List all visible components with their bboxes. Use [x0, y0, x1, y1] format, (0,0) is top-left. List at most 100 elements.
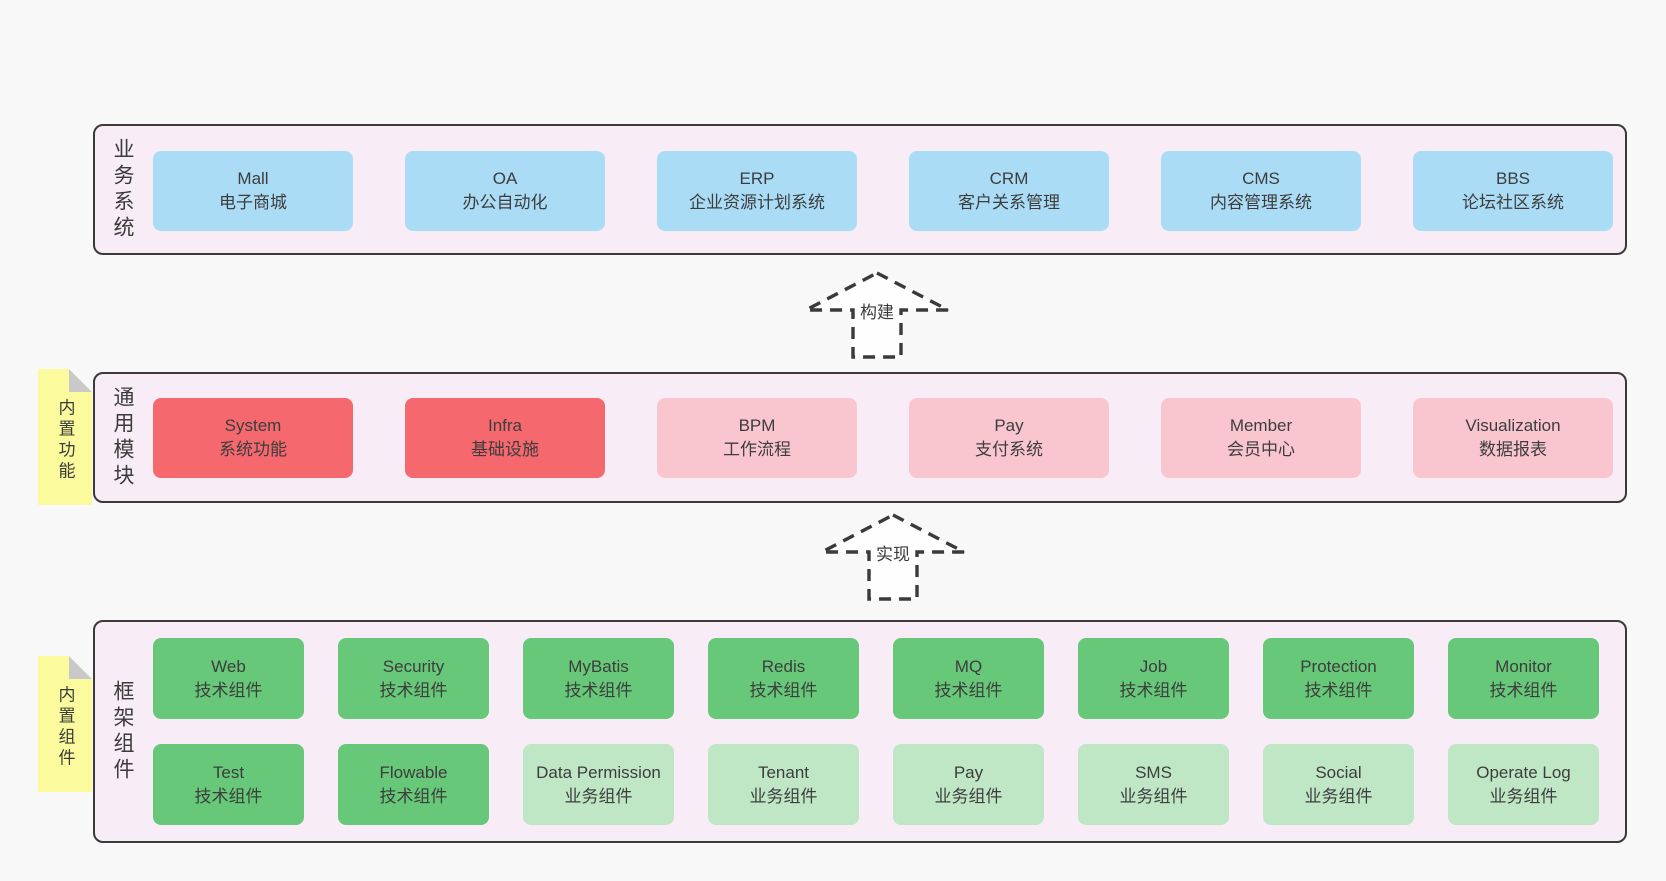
box-subtitle: 技术组件 [564, 680, 633, 700]
box-title: MQ [954, 656, 983, 676]
box-title: Web [211, 656, 246, 676]
box-title: Data Permission [536, 762, 661, 782]
implement-arrow: 实现 [818, 512, 968, 602]
components-row-1: Web 技术组件 Security 技术组件 MyBatis 技术组件 Redi… [153, 638, 1599, 719]
box-subtitle: 系统功能 [219, 440, 287, 459]
box-title: ERP [739, 169, 775, 189]
box-subtitle: 办公自动化 [462, 193, 548, 212]
box-subtitle: 支付系统 [975, 440, 1043, 459]
box-title: OA [492, 169, 518, 189]
sticky-features-label: 内置功能 [55, 398, 75, 483]
box-subtitle: 客户关系管理 [958, 193, 1060, 212]
box-web: Web 技术组件 [153, 638, 304, 719]
box-subtitle: 业务组件 [1489, 786, 1558, 806]
box-title: System [224, 416, 282, 436]
box-title: Redis [761, 656, 806, 676]
box-title: Infra [487, 416, 523, 436]
band-business-systems: 业务系统 Mall 电子商城 OA 办公自动化 ERP 企业资源计划系统 CRM… [93, 124, 1627, 255]
box-title: Operate Log [1476, 762, 1571, 782]
box-subtitle: 论坛社区系统 [1462, 193, 1564, 212]
band-modules-label: 通用模块 [111, 385, 134, 490]
box-title: Visualization [1465, 416, 1561, 436]
box-sms: SMS 业务组件 [1078, 744, 1229, 825]
box-protection: Protection 技术组件 [1263, 638, 1414, 719]
box-title: Job [1139, 656, 1168, 676]
box-test: Test 技术组件 [153, 744, 304, 825]
band-business-label: 业务系统 [111, 137, 134, 242]
box-title: Protection [1300, 656, 1377, 676]
box-tenant: Tenant 业务组件 [708, 744, 859, 825]
box-cms: CMS 内容管理系统 [1161, 151, 1361, 231]
box-title: BPM [738, 416, 776, 436]
box-title: Monitor [1495, 656, 1552, 676]
box-bpm: BPM 工作流程 [657, 398, 857, 478]
box-subtitle: 技术组件 [379, 680, 448, 700]
box-subtitle: 内容管理系统 [1210, 193, 1312, 212]
box-mq: MQ 技术组件 [893, 638, 1044, 719]
box-title: Tenant [757, 762, 810, 782]
box-subtitle: 技术组件 [1119, 680, 1188, 700]
box-title: BBS [1495, 169, 1531, 189]
sticky-note-built-in-features: 内置功能 [38, 369, 92, 505]
box-mybatis: MyBatis 技术组件 [523, 638, 674, 719]
band-framework-components: 框架组件 Web 技术组件 Security 技术组件 MyBatis 技术组件… [93, 620, 1627, 843]
box-system: System 系统功能 [153, 398, 353, 478]
modules-box-row: System 系统功能 Infra 基础设施 BPM 工作流程 Pay 支付系统… [153, 398, 1613, 478]
folded-corner-icon [69, 656, 92, 679]
box-flowable: Flowable 技术组件 [338, 744, 489, 825]
box-pay-module: Pay 支付系统 [909, 398, 1109, 478]
sticky-components-label: 内置组件 [55, 685, 75, 770]
folded-corner-icon [69, 369, 92, 392]
box-title: Social [1315, 762, 1362, 782]
box-infra: Infra 基础设施 [405, 398, 605, 478]
box-data-permission: Data Permission 业务组件 [523, 744, 674, 825]
box-title: Security [382, 656, 445, 676]
box-title: Pay [953, 762, 984, 782]
box-title: Pay [994, 416, 1024, 436]
box-subtitle: 技术组件 [194, 786, 263, 806]
box-subtitle: 技术组件 [749, 680, 818, 700]
box-title: Flowable [379, 762, 448, 782]
build-arrow-label: 构建 [857, 298, 897, 323]
box-subtitle: 业务组件 [934, 786, 1003, 806]
box-subtitle: 技术组件 [934, 680, 1003, 700]
box-social: Social 业务组件 [1263, 744, 1414, 825]
band-components-label: 框架组件 [111, 679, 134, 784]
box-subtitle: 技术组件 [1489, 680, 1558, 700]
box-oa: OA 办公自动化 [405, 151, 605, 231]
box-title: Test [212, 762, 245, 782]
box-member: Member 会员中心 [1161, 398, 1361, 478]
box-title: Member [1229, 416, 1293, 436]
build-arrow: 构建 [802, 270, 952, 360]
box-subtitle: 会员中心 [1227, 440, 1295, 459]
box-monitor: Monitor 技术组件 [1448, 638, 1599, 719]
box-title: MyBatis [568, 656, 629, 676]
components-row-2: Test 技术组件 Flowable 技术组件 Data Permission … [153, 744, 1599, 825]
business-box-row: Mall 电子商城 OA 办公自动化 ERP 企业资源计划系统 CRM 客户关系… [153, 151, 1613, 231]
box-subtitle: 技术组件 [1304, 680, 1373, 700]
box-title: SMS [1135, 762, 1172, 782]
box-erp: ERP 企业资源计划系统 [657, 151, 857, 231]
band-common-modules: 通用模块 System 系统功能 Infra 基础设施 BPM 工作流程 Pay… [93, 372, 1627, 503]
box-subtitle: 技术组件 [194, 680, 263, 700]
box-mall: Mall 电子商城 [153, 151, 353, 231]
box-title: CMS [1242, 169, 1280, 189]
box-subtitle: 电子商城 [219, 193, 287, 212]
box-visualization: Visualization 数据报表 [1413, 398, 1613, 478]
box-title: Mall [237, 169, 269, 189]
box-subtitle: 基础设施 [471, 440, 539, 459]
box-subtitle: 技术组件 [379, 786, 448, 806]
box-subtitle: 业务组件 [1119, 786, 1188, 806]
box-pay-component: Pay 业务组件 [893, 744, 1044, 825]
box-security: Security 技术组件 [338, 638, 489, 719]
box-subtitle: 工作流程 [723, 440, 791, 459]
implement-arrow-label: 实现 [873, 540, 913, 565]
box-bbs: BBS 论坛社区系统 [1413, 151, 1613, 231]
box-job: Job 技术组件 [1078, 638, 1229, 719]
box-redis: Redis 技术组件 [708, 638, 859, 719]
box-subtitle: 企业资源计划系统 [689, 193, 825, 212]
box-subtitle: 业务组件 [564, 786, 633, 806]
box-subtitle: 数据报表 [1479, 440, 1547, 459]
box-title: CRM [989, 169, 1029, 189]
box-subtitle: 业务组件 [749, 786, 818, 806]
